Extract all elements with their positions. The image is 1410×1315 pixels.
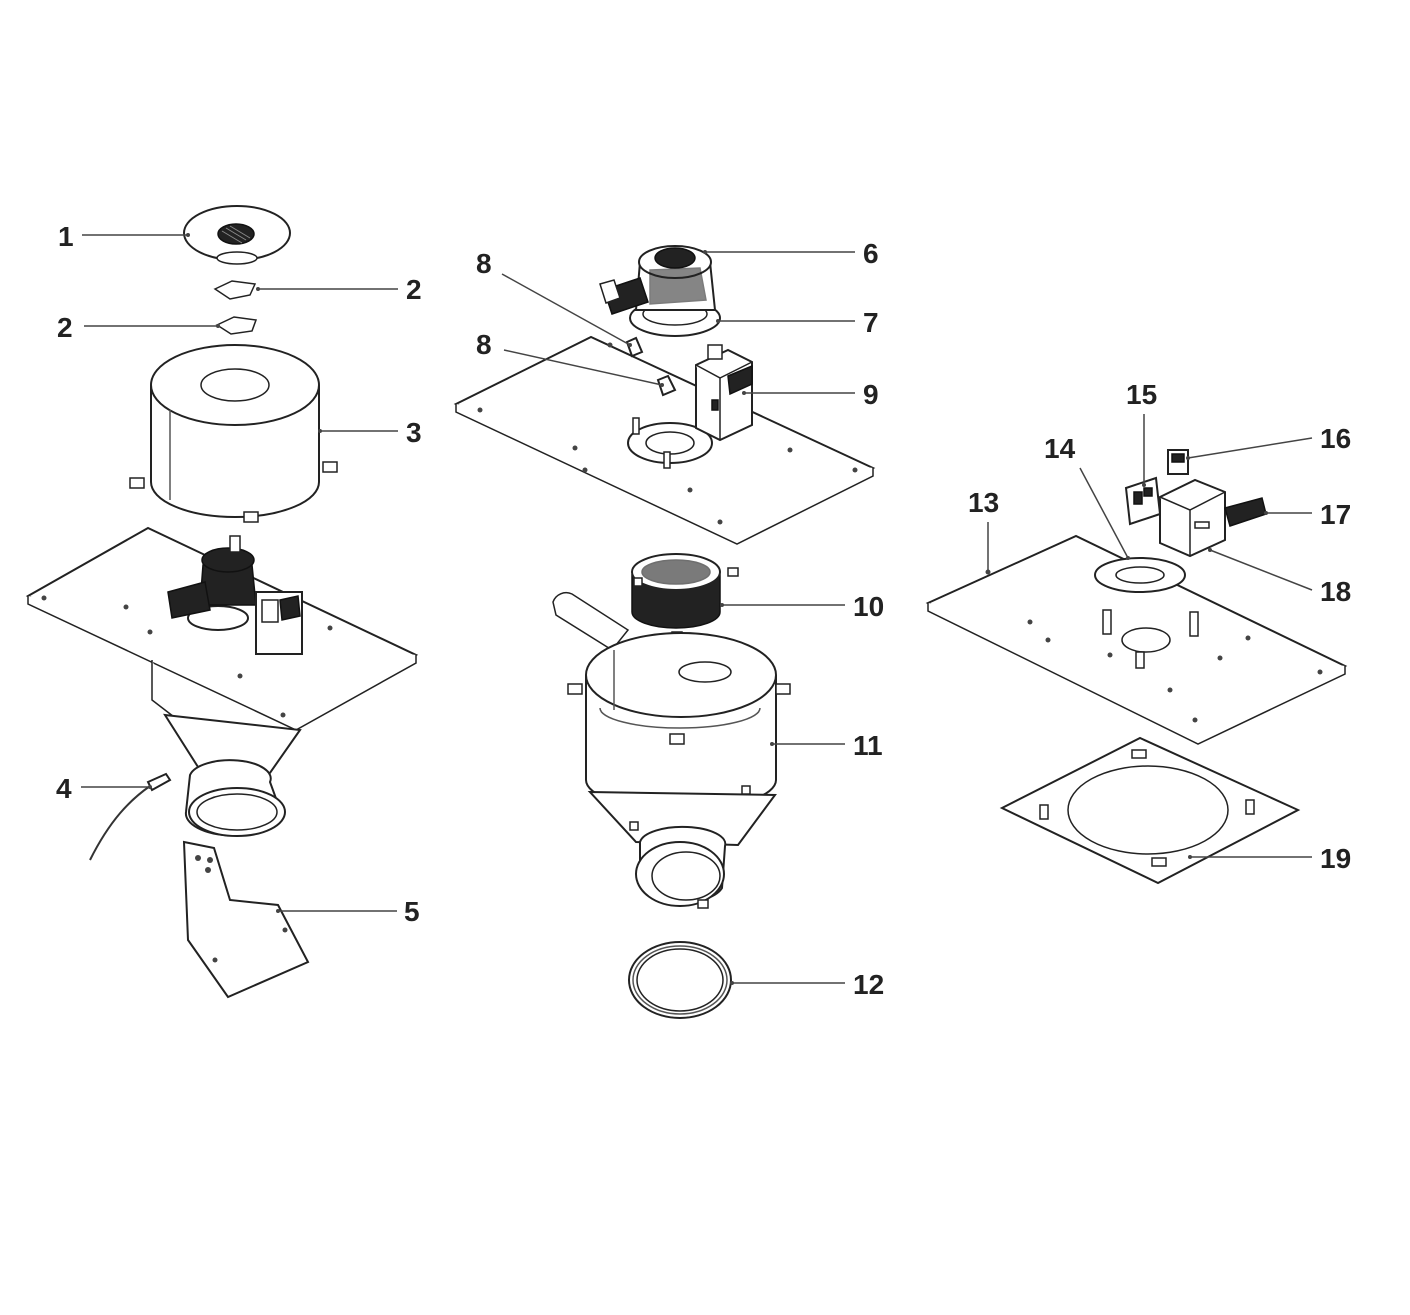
part-14-ring-gasket: [1094, 557, 1186, 593]
leader-dot-c15: [1142, 483, 1146, 487]
left-motor-assembly: [167, 535, 303, 655]
callout-c3: 3: [318, 417, 422, 448]
left-hopper-funnel: [151, 660, 302, 837]
part-8-clip-lower: [656, 374, 677, 397]
callout-c19: 19: [1188, 843, 1351, 874]
callout-label-c18: 18: [1320, 576, 1351, 607]
part-11-hopper: [552, 591, 791, 909]
part-2-gasket-lower: [215, 316, 258, 335]
leader-line-c8b: [503, 349, 663, 386]
leader-dot-c16: [1186, 456, 1190, 460]
callout-label-c9: 9: [863, 379, 879, 410]
leader-dot-c14: [1126, 556, 1130, 560]
callout-c2a: 2: [256, 274, 422, 305]
callout-label-c2b: 2: [57, 312, 73, 343]
leader-dot-c10: [720, 603, 724, 607]
callout-c12: 12: [730, 969, 884, 1000]
leader-dot-c1: [186, 233, 190, 237]
callout-c7: 7: [716, 307, 879, 338]
leader-dot-c9: [742, 391, 746, 395]
callout-c11: 11: [770, 730, 883, 761]
leader-dot-c2a: [256, 287, 260, 291]
callout-c14: 14: [1044, 433, 1130, 560]
callout-label-c3: 3: [406, 417, 422, 448]
callout-c6: 6: [703, 238, 879, 269]
callout-c4: 4: [56, 773, 152, 804]
callout-label-c10: 10: [853, 591, 884, 622]
callout-c1: 1: [58, 221, 190, 252]
callout-c13: 13: [968, 487, 999, 574]
part-5-flap-plate: [182, 840, 310, 999]
middle-base-plate: [453, 335, 876, 545]
callout-c17: 17: [1264, 499, 1351, 530]
callout-label-c4: 4: [56, 773, 72, 804]
part-10-filter-cartridge: [631, 553, 739, 643]
callout-label-c19: 19: [1320, 843, 1351, 874]
leader-dot-c17: [1264, 511, 1268, 515]
leader-dot-c19: [1188, 855, 1192, 859]
callout-c15: 15: [1126, 379, 1157, 487]
part-19-flange-plate: [999, 736, 1301, 885]
callout-label-c17: 17: [1320, 499, 1351, 530]
leader-dot-c7: [716, 319, 720, 323]
callout-c5: 5: [276, 896, 420, 927]
part-1-top-cap: [183, 205, 291, 265]
leader-dot-c13: [986, 570, 990, 574]
leader-dot-c6: [703, 250, 707, 254]
part-17-terminal-block: [1224, 497, 1267, 527]
part-18-electrical-box: [1159, 478, 1226, 558]
callout-label-c5: 5: [404, 896, 420, 927]
callout-label-c12: 12: [853, 969, 884, 1000]
leader-dot-c2b: [216, 324, 220, 328]
callout-c8a: 8: [476, 248, 632, 347]
leader-dot-c8b: [660, 383, 664, 387]
callout-c9: 9: [742, 379, 879, 410]
part-6-vacuum-motor: [599, 245, 717, 315]
leader-dot-c4: [148, 785, 152, 789]
callout-label-c15: 15: [1126, 379, 1157, 410]
callout-label-c13: 13: [968, 487, 999, 518]
callout-label-c8b: 8: [476, 329, 492, 360]
leader-line-c14: [1079, 467, 1129, 559]
callout-c2b: 2: [57, 312, 220, 343]
callout-c16: 16: [1186, 423, 1351, 460]
leader-dot-c5: [276, 909, 280, 913]
part-3-cylinder-housing: [129, 344, 338, 523]
callout-label-c2a: 2: [406, 274, 422, 305]
callout-label-c11: 11: [853, 730, 883, 761]
leader-dot-c8a: [628, 343, 632, 347]
callout-label-c1: 1: [58, 221, 74, 252]
leader-line-c18: [1209, 549, 1313, 591]
part-8-clip-upper: [625, 336, 644, 358]
callout-c18: 18: [1208, 548, 1351, 607]
leader-line-c8a: [501, 273, 631, 346]
part-2-gasket-upper: [213, 280, 257, 300]
leader-dot-c12: [730, 981, 734, 985]
callout-label-c14: 14: [1044, 433, 1076, 464]
callout-label-c8a: 8: [476, 248, 492, 279]
callout-label-c6: 6: [863, 238, 879, 269]
leader-dot-c3: [318, 429, 322, 433]
callout-label-c7: 7: [863, 307, 879, 338]
callout-label-c16: 16: [1320, 423, 1351, 454]
part-13-base-plate: [925, 534, 1348, 745]
leader-dot-c18: [1208, 548, 1212, 552]
part-9-control-box: [695, 344, 753, 442]
callout-c10: 10: [720, 591, 884, 622]
callout-c8b: 8: [476, 329, 664, 387]
leader-line-c16: [1187, 437, 1313, 459]
part-12-clamp-ring: [628, 941, 732, 1019]
part-16-connector: [1167, 449, 1189, 475]
leader-dot-c11: [770, 742, 774, 746]
